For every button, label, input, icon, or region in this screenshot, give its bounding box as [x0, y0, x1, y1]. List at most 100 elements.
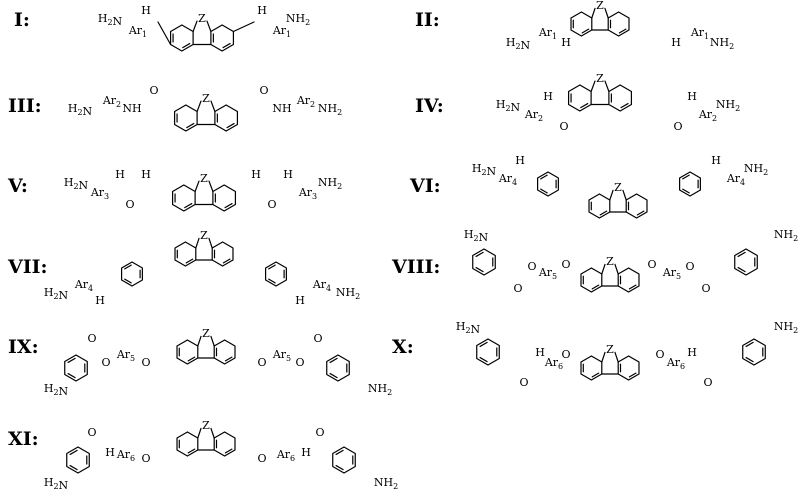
bond: [737, 251, 746, 258]
bond: [121, 261, 143, 287]
bond: [745, 356, 754, 363]
bond: [326, 354, 350, 382]
atom-label: NH2: [336, 286, 360, 301]
bond: [332, 446, 356, 474]
atom-label: O: [257, 356, 266, 369]
atom-label: H: [687, 346, 697, 359]
atom-label: H2N: [98, 12, 123, 28]
atom-label: O: [685, 260, 694, 273]
bond: [232, 21, 255, 33]
atom-label: H2N: [44, 286, 69, 302]
atom-label: Ar1: [690, 26, 709, 41]
bond: [173, 104, 198, 132]
bond: [567, 84, 592, 112]
atom-label: O: [259, 84, 268, 97]
bond: [335, 449, 344, 456]
bond: [620, 102, 629, 109]
bond: [171, 184, 196, 212]
atom-label: H: [141, 168, 151, 181]
atom-label: H2N: [64, 176, 89, 192]
atom-label: Ar5: [538, 266, 557, 281]
bridge-atom-z: Z: [202, 327, 210, 340]
bond: [608, 84, 633, 112]
bond: [329, 372, 338, 379]
structure-label: VIII:: [391, 256, 440, 278]
bond: [745, 341, 754, 348]
bond: [618, 28, 627, 34]
bond: [196, 100, 202, 113]
atom-label: Ar3: [298, 186, 317, 201]
atom-label: NH: [122, 102, 141, 115]
bridge-atom-z: Z: [596, 0, 604, 12]
bond: [67, 372, 76, 379]
structure-label: X:: [392, 336, 414, 358]
bond: [265, 261, 287, 287]
bond: [475, 266, 484, 273]
atom-label: H: [711, 154, 721, 167]
bond: [609, 189, 614, 201]
atom-label: H: [141, 4, 151, 17]
atom-label: NH2: [744, 162, 768, 177]
atom-label: O: [519, 376, 528, 389]
atom-label: NH2: [368, 382, 392, 397]
atom-label: O: [703, 376, 712, 389]
atom-label: Ar2: [698, 108, 717, 123]
bond: [737, 266, 746, 273]
atom-label: O: [655, 348, 664, 361]
structure-label: XI:: [8, 428, 39, 450]
bond: [169, 24, 194, 52]
atom-label: H: [251, 168, 261, 181]
bond: [601, 351, 606, 363]
atom-label: O: [315, 426, 324, 439]
bond: [734, 248, 758, 276]
bond: [192, 20, 198, 33]
bond: [617, 355, 640, 381]
structure-labels: I:II:III:IV:V:VI:VII:VIII:IX:X:XI:: [7, 9, 444, 450]
bond: [580, 267, 603, 293]
bond: [472, 248, 496, 276]
bond: [622, 189, 627, 201]
bond: [617, 267, 640, 293]
bond: [742, 338, 766, 366]
atom-label: Ar4: [498, 172, 517, 187]
bond: [224, 356, 233, 362]
bond: [614, 351, 619, 363]
bond: [479, 356, 488, 363]
atom-label: Ar3: [90, 186, 109, 201]
atom-label: O: [267, 198, 276, 211]
bond: [580, 102, 589, 109]
bond: [214, 104, 239, 132]
bond: [628, 284, 637, 290]
bond: [222, 258, 231, 264]
bond: [174, 241, 197, 267]
bond: [475, 251, 484, 258]
bond: [591, 7, 596, 19]
bond: [210, 335, 215, 347]
atom-label: NH2: [716, 98, 740, 113]
bond: [224, 202, 233, 209]
bond: [476, 338, 500, 366]
bond: [176, 431, 199, 457]
bridge-atom-z: Z: [614, 181, 622, 194]
atom-label: H: [295, 294, 305, 307]
atom-label: O: [149, 84, 158, 97]
atom-label: H: [105, 446, 115, 459]
atom-label: O: [125, 198, 134, 211]
bond: [588, 193, 611, 219]
bond: [599, 210, 608, 216]
atom-label: H: [515, 154, 525, 167]
bridge-atom-z: Z: [596, 72, 604, 85]
atom-label: O: [647, 258, 656, 271]
structure-label: VII:: [7, 256, 48, 278]
atom-label: Ar1: [272, 24, 291, 39]
bond: [625, 193, 648, 219]
atom-label: Ar5: [116, 348, 135, 363]
bond: [67, 357, 76, 364]
